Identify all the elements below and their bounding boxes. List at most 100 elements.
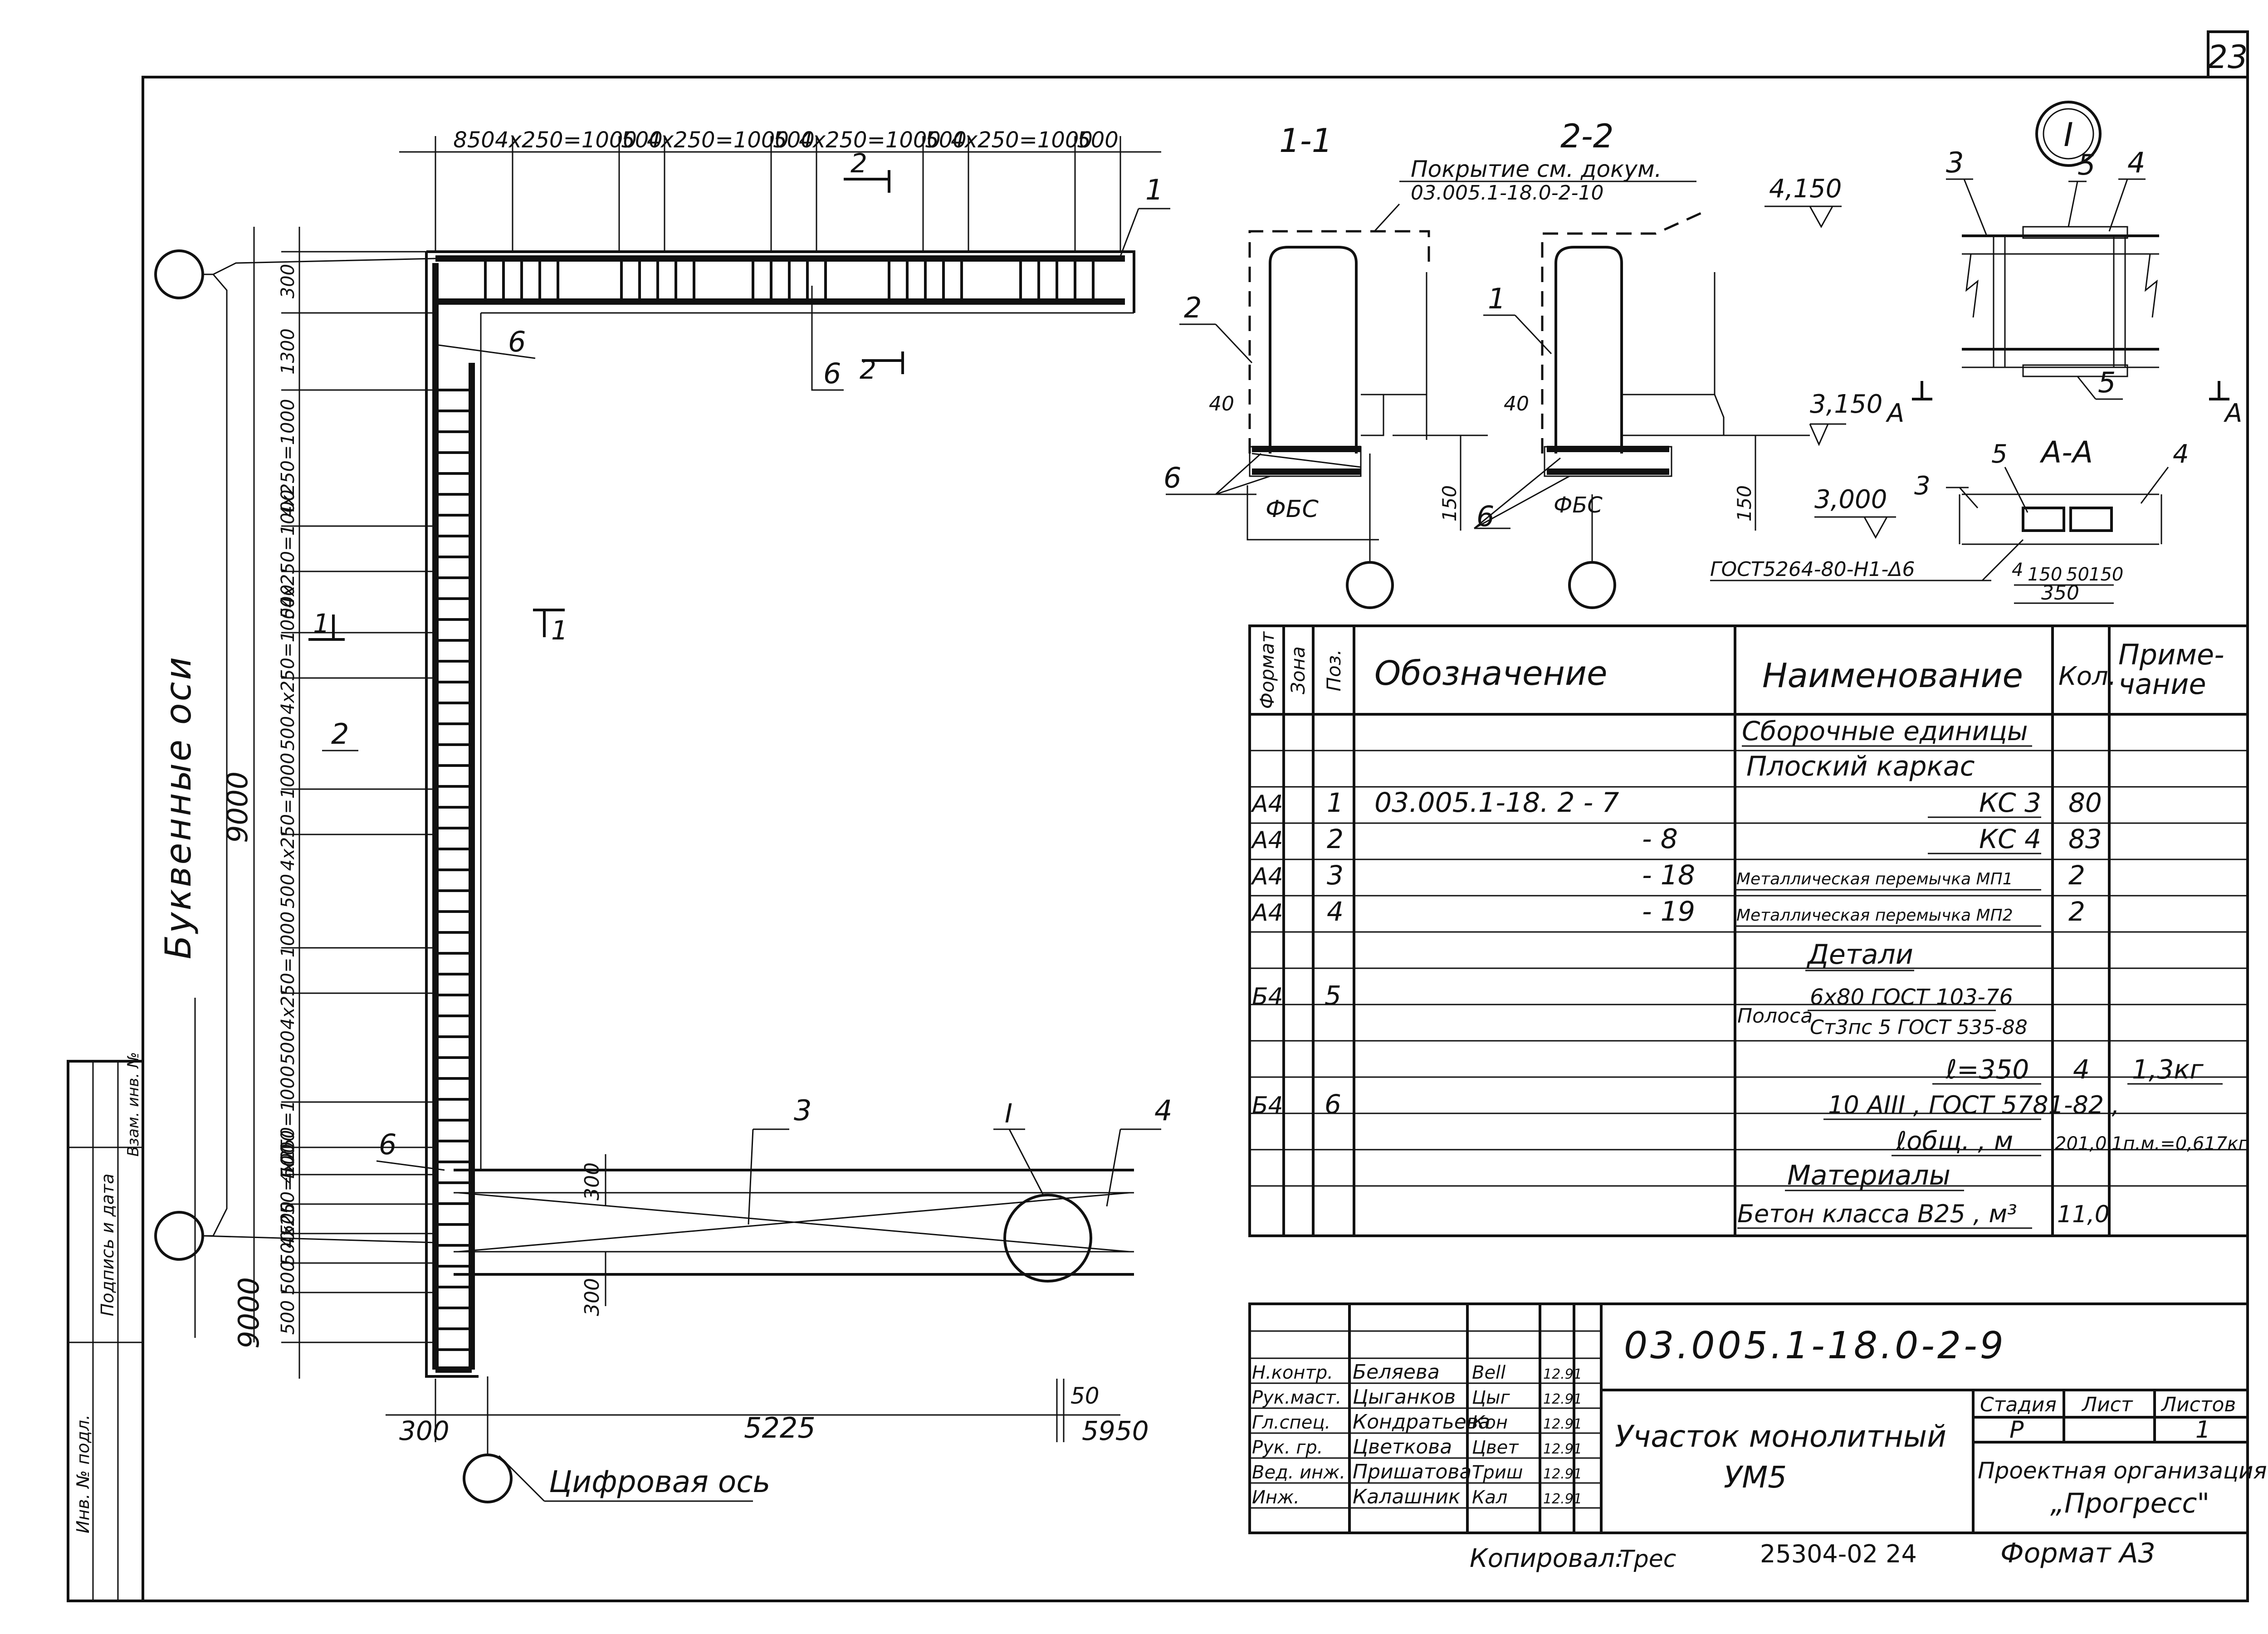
left-dim-label: 300: [278, 264, 298, 298]
org-line-2: „Прогресс": [2050, 1488, 2209, 1519]
node-title: I: [2063, 116, 2073, 154]
org-line-1: Проектная организация: [1978, 1458, 2267, 1484]
spec-row-qty: 2: [2068, 896, 2085, 927]
spec-row-qty: 80: [2068, 787, 2102, 818]
top-dim-label: 850: [453, 127, 495, 153]
left-dim-label: 500: [278, 1030, 298, 1065]
tb-date: 12.91: [1543, 1441, 1582, 1457]
tb-signature: Кал: [1472, 1487, 1507, 1508]
d5-note: 1,3кг: [2132, 1054, 2204, 1085]
spec-row-name: КС 3: [1979, 787, 2041, 818]
s1-fbs: ФБС: [1266, 496, 1319, 523]
spec-row-qty: 83: [2068, 824, 2102, 854]
s1-dim-40: 40: [1209, 392, 1234, 415]
inner-dim-300-a: 300: [581, 1162, 604, 1200]
sheet-number: 23: [2207, 39, 2248, 76]
d6-format: Б4: [1252, 1092, 1283, 1119]
spec-row-format: А4: [1251, 790, 1283, 818]
left-dim-label: 1300: [278, 328, 298, 375]
stamp-zam-inv: Взам. инв. №: [124, 1052, 142, 1157]
left-dim-label: 4x250=1000: [278, 753, 298, 871]
s2-callout-1: 1: [1488, 282, 1505, 315]
top-dim-label: 500: [925, 127, 967, 153]
tb-signature: Кон: [1472, 1412, 1508, 1433]
spec-row-name: КС 4: [1979, 824, 2041, 854]
dim-50: 50: [1070, 1383, 1100, 1409]
material-name: Бетон класса В25 , м³: [1737, 1200, 2017, 1228]
aa-dim-4: 4: [2012, 560, 2023, 580]
tb-date: 12.91: [1543, 1416, 1582, 1432]
sheet-label: Лист: [2081, 1393, 2133, 1416]
node-pos-5b: 5: [2098, 366, 2116, 399]
sub-frame: Плоский каркас: [1746, 751, 1975, 782]
spec-row-name: Металлическая перемычка МП2: [1736, 906, 2013, 925]
left-dimensions: 30013004x250=10004x250=10005004x250=1000…: [278, 264, 298, 1335]
section-2-2-title: 2-2: [1560, 117, 1614, 155]
specification-table: Формат Зона Поз. Обозначение Наименовани…: [1248, 624, 2249, 1237]
d5-pos: 5: [1325, 980, 1341, 1011]
left-dim-label: 4x250=1000: [278, 1130, 298, 1249]
callout-2: 2: [331, 717, 349, 751]
spec-row-designation: - 18: [1642, 859, 1695, 891]
hdr-note-1: Приме-: [2118, 638, 2224, 671]
weld-note: ГОСТ5264-80-Н1-Δ6: [1710, 558, 1915, 581]
tb-role: Рук. гр.: [1252, 1437, 1323, 1458]
tb-date: 12.91: [1543, 1391, 1582, 1407]
tb-signature: Цыг: [1472, 1387, 1510, 1408]
tb-role: Н.контр.: [1252, 1362, 1333, 1383]
tb-signature: Bell: [1472, 1362, 1505, 1383]
tb-date: 12.91: [1543, 1366, 1582, 1382]
left-dim-label: 4x250=1000: [278, 1066, 298, 1184]
top-dim-label: 4x250=1000: [951, 127, 1093, 153]
copied-by-label: Копировал:: [1470, 1544, 1623, 1573]
inner-dim-300-b: 300: [581, 1278, 604, 1316]
hdr-zone: Зона: [1287, 646, 1309, 694]
callout-6-c: 6: [379, 1128, 396, 1161]
elevation-4150: 4,150: [1769, 174, 1842, 204]
hdr-name: Наименование: [1762, 656, 2023, 695]
s1-dim-150: 150: [1438, 485, 1461, 522]
tb-role: Рук.маст.: [1252, 1387, 1341, 1408]
marker-a-left: А: [1886, 399, 1904, 428]
d5-name-word: Полоса: [1737, 1005, 1813, 1028]
top-dim-label: 4x250=1000: [495, 127, 637, 153]
section-2-bottom: 2: [860, 354, 876, 385]
left-dim-label: 4x250=1000: [278, 912, 298, 1030]
cover-note: Покрытие см. докум.: [1411, 156, 1662, 182]
tb-signature: Цвет: [1472, 1437, 1519, 1458]
top-dimension-ticks: [435, 136, 1121, 252]
callout-6-b: 6: [823, 357, 841, 390]
left-dim-label: 4x250=1000: [278, 399, 298, 517]
sheets-label: Листов: [2160, 1393, 2236, 1416]
d6-line1: 10 АIII , ГОСТ 5781-82 ,: [1828, 1091, 2120, 1119]
dim-300-bottom: 300: [399, 1415, 450, 1446]
spec-row-format: А4: [1251, 827, 1283, 854]
d6-pos: 6: [1325, 1089, 1341, 1120]
material-qty: 11,0: [2057, 1201, 2110, 1228]
spec-row-designation: - 19: [1642, 896, 1695, 927]
spec-row-pos: 1: [1327, 787, 1344, 818]
left-dim-label: 500: [278, 716, 298, 751]
left-dim-label: 500: [278, 1231, 298, 1265]
s1-callout-2: 2: [1184, 291, 1202, 324]
hdr-qty: Кол.: [2058, 662, 2116, 691]
elevation-3150: 3,150: [1810, 390, 1882, 419]
d5-name-bottom: Ст3пс 5 ГОСТ 535-88: [1810, 1016, 2028, 1039]
top-dim-label: 4x250=1000: [799, 127, 941, 153]
marker-a-right: А: [2224, 399, 2242, 428]
spec-row-pos: 3: [1327, 860, 1344, 891]
tb-person: Пришатова: [1353, 1460, 1471, 1483]
spec-row-lines: [1250, 750, 2248, 1187]
tb-person: Цыганков: [1353, 1385, 1456, 1409]
spec-row-designation: 03.005.1-18. 2 - 7: [1374, 787, 1619, 819]
tb-date: 12.91: [1543, 1466, 1582, 1482]
d6-qty: 201,0: [2055, 1133, 2107, 1154]
aa-pos-5: 5: [1991, 439, 2008, 469]
sections: 1-1 2-2 Покрытие см. докум. 03.005.1-18.…: [1163, 117, 1896, 609]
aa-dim-150-a: 150: [2028, 564, 2062, 585]
doc-code: 03.005.1-18.0-2-9: [1624, 1324, 2006, 1367]
